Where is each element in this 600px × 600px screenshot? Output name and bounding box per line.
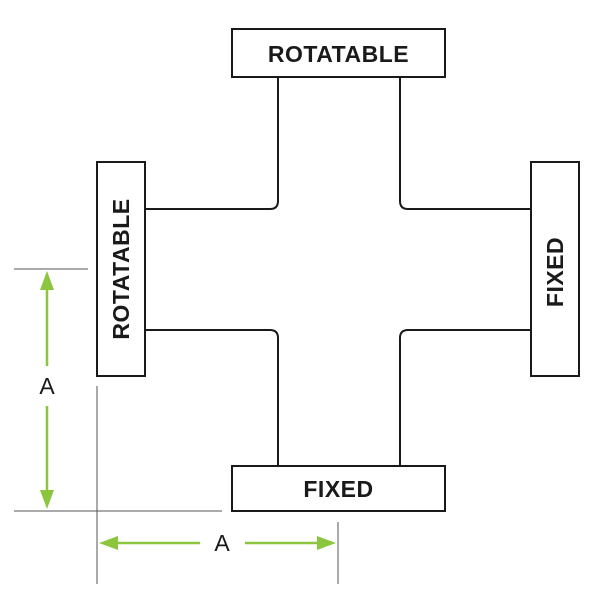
end-left-label: ROTATABLE [108,198,134,339]
cross-arm-top-left [145,77,279,210]
cross-arm-bottom-right [399,329,531,466]
dimension-vertical: A [39,271,55,509]
end-right-box [530,161,580,377]
cross-arm-bottom-left [145,329,279,466]
dimension-horizontal: A [99,530,336,556]
end-left: ROTATABLE [96,161,146,377]
cross-body [145,77,531,466]
end-right: FIXED [530,161,580,377]
arrow-down-icon [40,490,54,509]
end-bottom: FIXED [231,465,446,512]
end-left-box [96,161,146,377]
arrow-right-icon [317,536,336,550]
end-top-box [231,28,446,78]
extension-lines [14,268,339,584]
end-right-label: FIXED [542,237,568,307]
end-bottom-box [231,465,446,512]
cross-arm-top-right [399,77,531,210]
arrow-up-icon [40,271,54,290]
end-top: ROTATABLE [231,28,446,78]
end-top-label: ROTATABLE [268,41,409,67]
end-bottom-label: FIXED [303,476,373,502]
dimension-vertical-label: A [39,373,55,399]
dimension-horizontal-label: A [214,530,230,556]
arrow-left-icon [99,536,118,550]
